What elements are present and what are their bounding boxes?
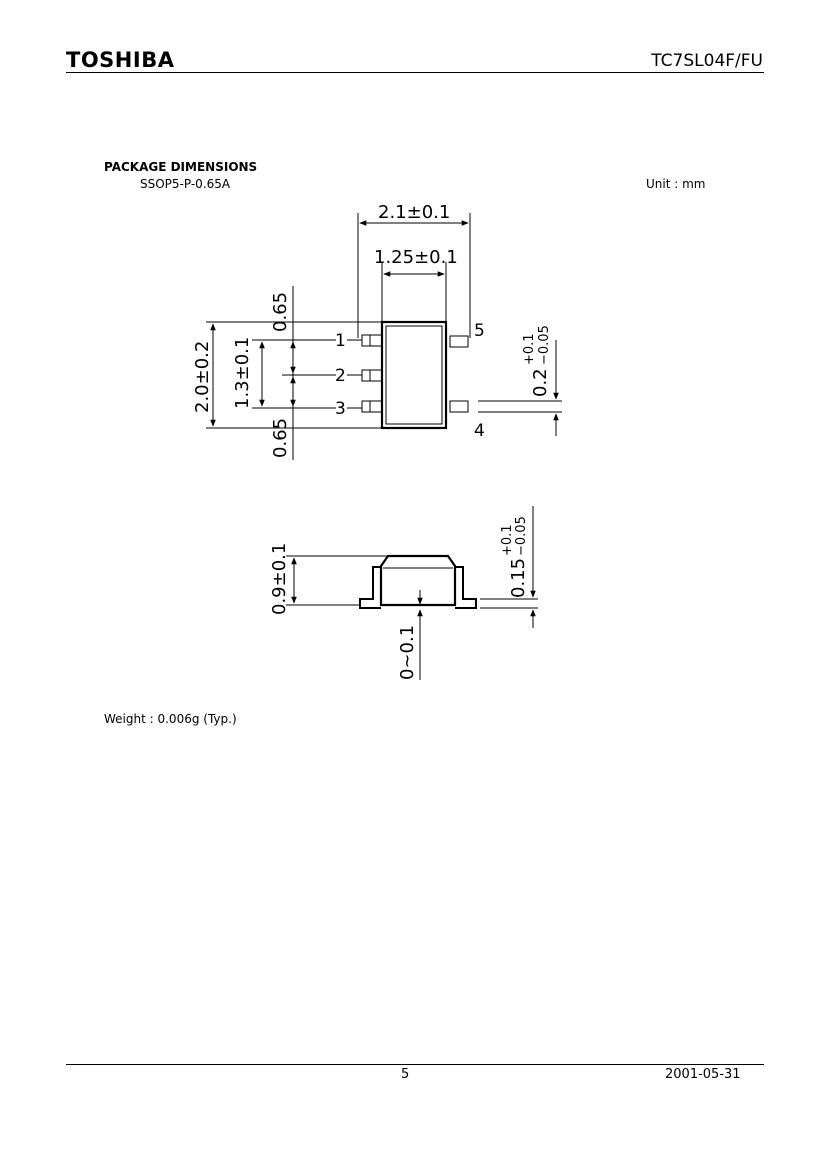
dim-body-height-label: 1.3±0.1 [232,337,253,409]
package-code: SSOP5-P-0.65A [140,177,231,191]
part-number: TC7SL04F/FU [651,51,763,71]
lead-2 [361,369,383,382]
top-view-labels: 2.1±0.1 1.25±0.1 2.0±0.2 1.3±0.1 0.65 0.… [192,202,552,458]
footer-rule [66,1064,764,1065]
pin-2-label: 2 [335,366,346,386]
dim-lead-width-label: 0.2 [530,368,551,397]
side-body [379,554,457,607]
dim-width-label: 2.1±0.1 [378,202,450,223]
package-heading: PACKAGE DIMENSIONS [104,160,258,174]
dim-lead-thickness-label: 0.15 [508,558,529,598]
dim-pitch-top-label: 0.65 [270,292,291,332]
dim-lead-thickness-tol-plus: +0.1 [500,524,515,556]
pin-1-label: 1 [335,331,346,351]
brand-logo: TOSHIBA [66,48,175,72]
dim-standoff-label: 0~0.1 [397,625,418,680]
dim-lead-thickness-tol-minus: −0.05 [514,516,529,556]
side-view [286,506,538,680]
lead-1 [361,334,383,347]
dim-pitch-bottom-label: 0.65 [270,418,291,458]
dim-body-width-label: 1.25±0.1 [374,247,458,268]
dim-lead-width-tol-minus: −0.05 [537,325,552,365]
side-view-labels: 0.9±0.1 0.15 +0.1 −0.05 0~0.1 [269,516,529,680]
side-lead-right [455,566,477,609]
package-body [380,320,448,430]
lead-4 [449,400,469,413]
page-number: 5 [401,1067,410,1082]
pin-4-label: 4 [474,421,485,441]
dim-total-height-label: 2.0±0.2 [192,341,213,413]
dim-lead-width-tol-plus: +0.1 [522,333,537,365]
weight-label: Weight : 0.006g (Typ.) [104,712,237,726]
pin-3-label: 3 [335,399,346,419]
lead-3 [361,400,383,413]
top-view [206,213,562,460]
side-lead-left [359,566,381,609]
dim-height-label: 0.9±0.1 [269,543,290,615]
lead-5 [449,335,469,348]
header-rule [66,72,764,73]
revision-date: 2001-05-31 [665,1067,741,1082]
pin-5-label: 5 [474,321,485,341]
unit-label: Unit : mm [646,177,706,191]
